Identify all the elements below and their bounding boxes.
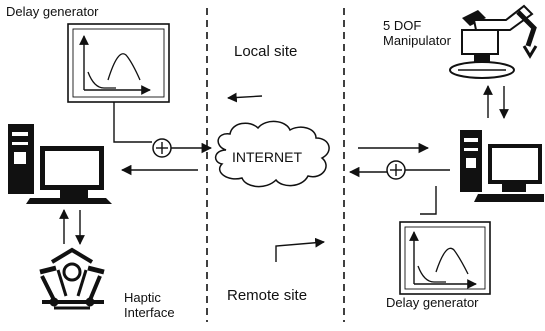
internet-label: INTERNET <box>232 149 302 165</box>
remote-site-arrow <box>275 237 325 262</box>
delay-generator-top <box>67 23 170 103</box>
cloud-icon <box>214 120 330 188</box>
robot-arm-icon <box>449 4 538 79</box>
haptic-label-line2: Interface <box>124 305 175 320</box>
delay-generator-top-label: Delay generator <box>6 4 99 19</box>
computer-icon <box>8 124 112 204</box>
computer-icon <box>460 130 544 202</box>
manipulator-label-line1: 5 DOF <box>383 18 422 33</box>
remote-site-label: Remote site <box>227 287 308 304</box>
local-site-label: Local site <box>234 43 298 60</box>
haptic-interface-label: Haptic Interface <box>124 290 175 320</box>
manipulator-label: 5 DOF Manipulator <box>383 18 451 48</box>
haptic-label-line1: Haptic <box>124 290 161 305</box>
plus-circle-icon <box>386 160 406 180</box>
chart-icon <box>83 40 150 90</box>
delay-generator-bottom <box>399 221 491 295</box>
haptic-device-icon <box>39 247 105 310</box>
manipulator-label-line2: Manipulator <box>383 33 451 48</box>
local-site-arrow <box>227 92 263 103</box>
plus-circle-icon <box>152 138 172 158</box>
delay-generator-bottom-label: Delay generator <box>386 295 479 310</box>
chart-icon <box>413 236 476 284</box>
